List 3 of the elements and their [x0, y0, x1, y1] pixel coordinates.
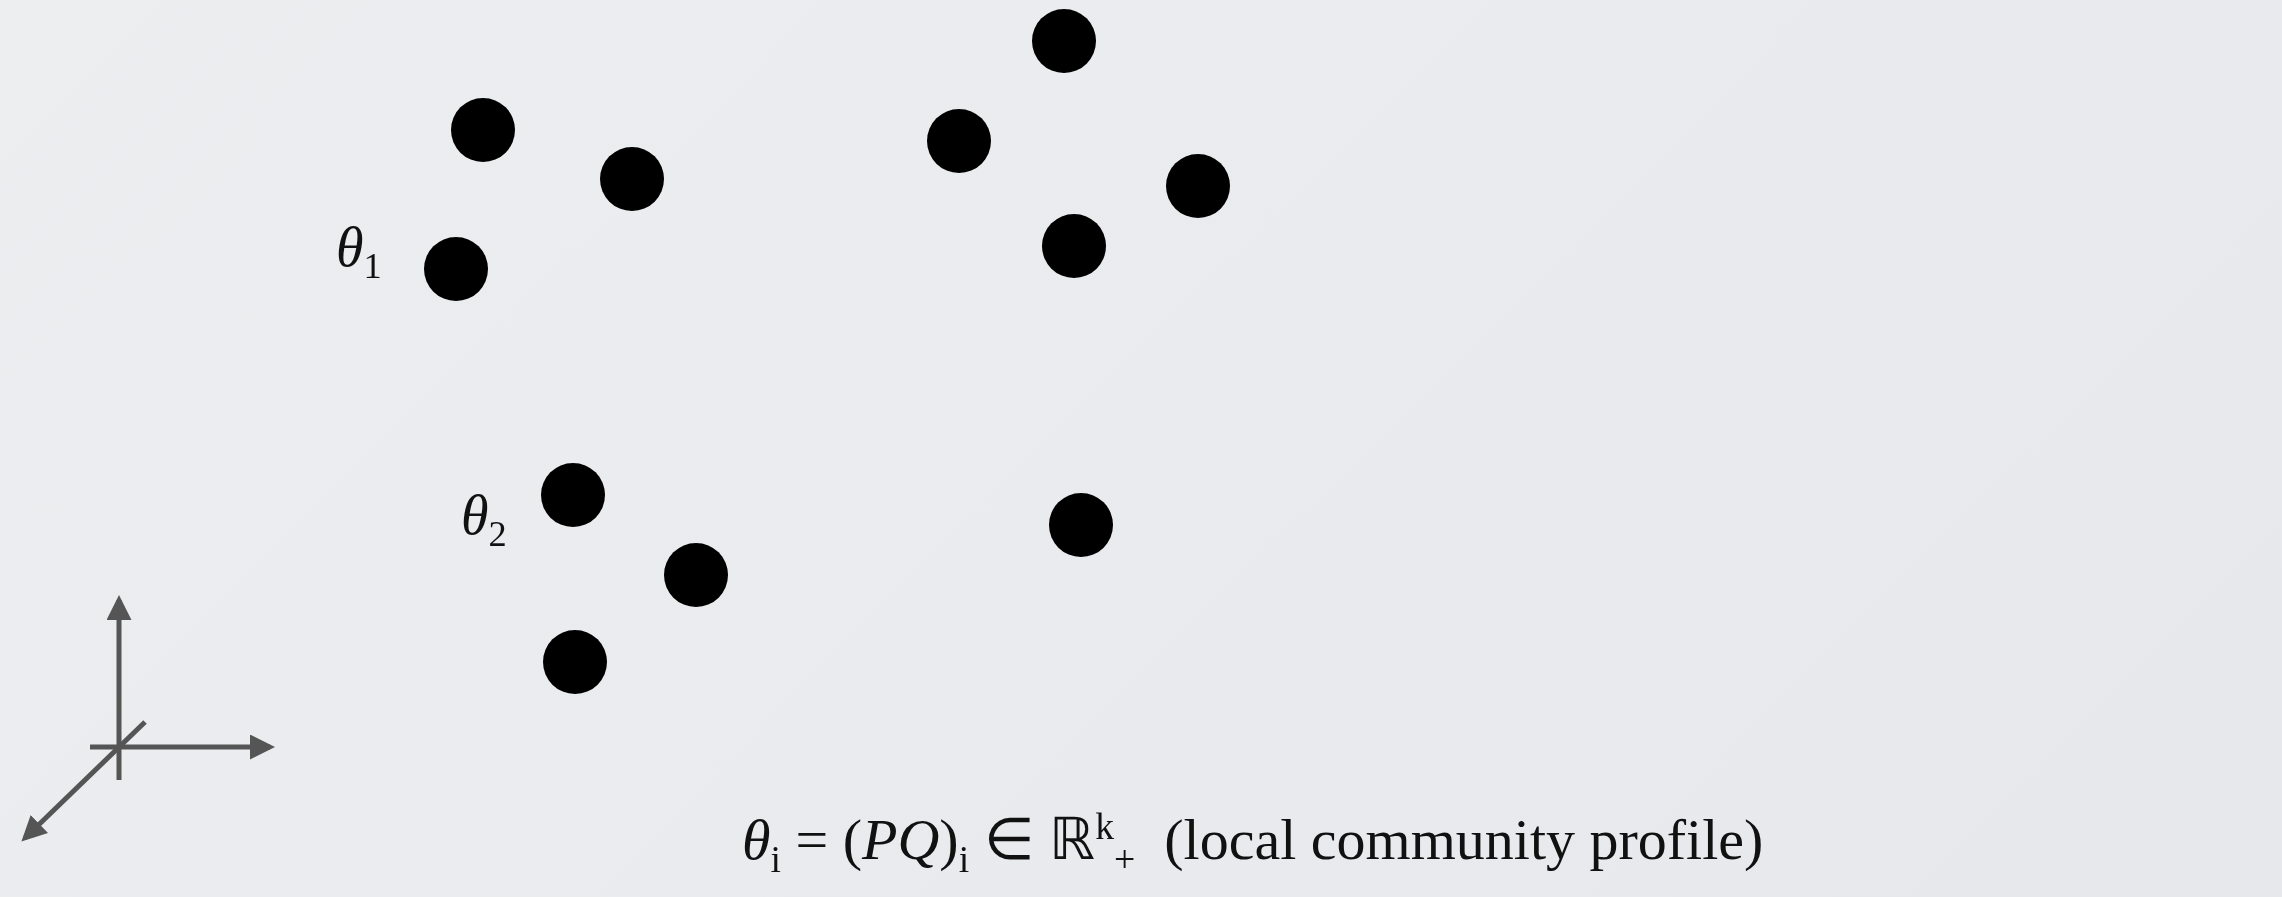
point-label: θ$_{1}$	[336, 219, 382, 285]
point-label: θ$_{2}$	[461, 487, 507, 553]
formula-text: θ$_{i}$ = (PQ)$_{i}$ ∈ ℝ$^{k}$$_{+}$ (local community profile)	[742, 808, 1764, 879]
